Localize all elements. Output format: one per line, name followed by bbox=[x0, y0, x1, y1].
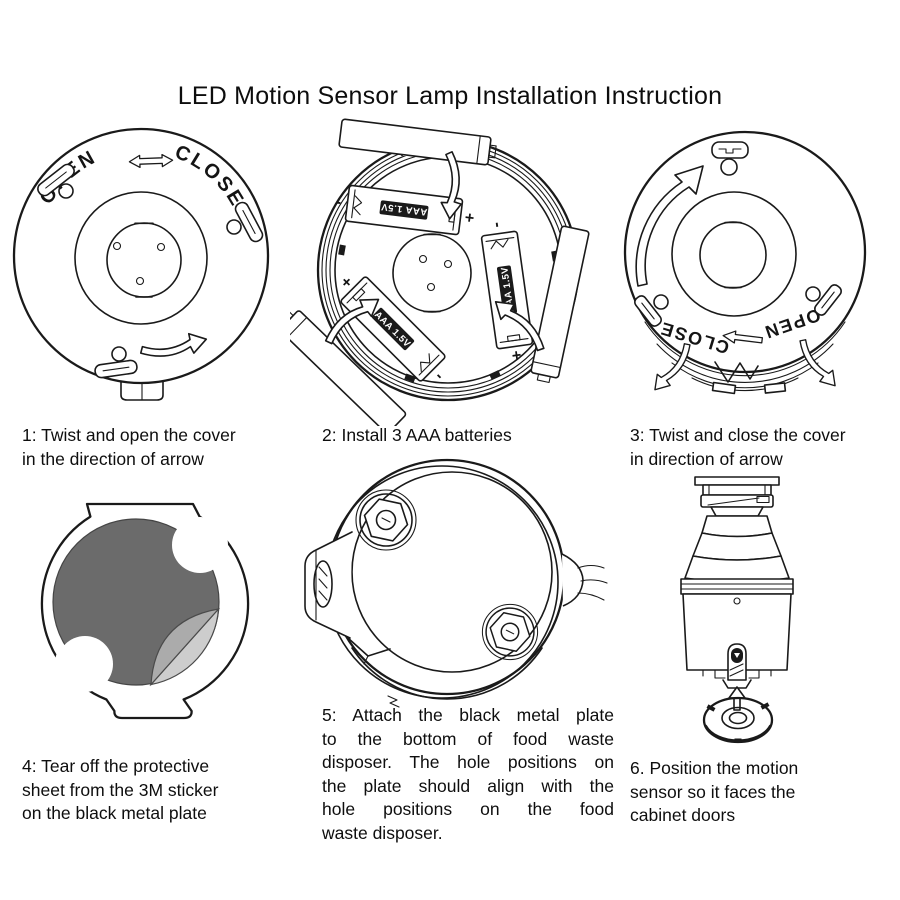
minus-label: - bbox=[431, 368, 447, 384]
close-direction-arrow-icon bbox=[721, 328, 764, 347]
aaa-battery bbox=[290, 304, 408, 426]
wires bbox=[577, 564, 608, 601]
motion-sensor-puck bbox=[702, 696, 774, 744]
minus-label: - bbox=[335, 194, 342, 212]
mount-slot bbox=[814, 284, 842, 316]
cover-open-illustration: OPEN CLOSE bbox=[12, 127, 270, 401]
up-arrow-icon bbox=[728, 686, 746, 711]
insert-arrow-icon bbox=[488, 293, 553, 356]
mount-slot bbox=[634, 295, 662, 327]
twist-arrow-icon bbox=[791, 335, 842, 393]
peel-corner bbox=[150, 608, 221, 687]
connector-block bbox=[304, 531, 353, 639]
twist-arrow-icon bbox=[648, 339, 699, 397]
plus-label: + bbox=[464, 210, 475, 228]
minus-label: - bbox=[489, 221, 507, 229]
open-label: OPEN bbox=[35, 146, 100, 208]
aaa-battery bbox=[338, 118, 498, 167]
disposer-body bbox=[682, 593, 792, 671]
close-label: CLOSE bbox=[172, 141, 249, 211]
open-close-arrow-icon bbox=[128, 153, 174, 169]
mount-ring bbox=[700, 494, 774, 508]
cover-close-illustration: CLOSE OPEN bbox=[623, 130, 867, 397]
peel-backing bbox=[149, 607, 220, 686]
plate-hole bbox=[57, 636, 113, 692]
mount-slot bbox=[234, 201, 264, 243]
aaa-battery-label: AAA 1.5V bbox=[499, 266, 516, 314]
aaa-battery-label: AAA 1.5V bbox=[372, 309, 413, 350]
twist-arrow-icon bbox=[138, 329, 210, 365]
mount-slot bbox=[37, 163, 75, 197]
sticker-peel-illustration bbox=[40, 502, 250, 720]
plate-hole bbox=[172, 517, 228, 573]
mount-slot bbox=[94, 359, 138, 379]
metal-plate bbox=[40, 502, 250, 720]
close-label: CLOSE bbox=[657, 318, 732, 358]
3m-sticker bbox=[52, 518, 220, 686]
plus-label: + bbox=[337, 273, 356, 292]
cover-outline bbox=[12, 127, 270, 385]
sensor-housing bbox=[727, 643, 747, 681]
wire-outlet bbox=[561, 553, 584, 607]
rotate-arrow-icon bbox=[635, 165, 704, 287]
step-2-caption: 2: Install 3 AAA batteries bbox=[322, 425, 512, 445]
open-label: OPEN bbox=[761, 305, 823, 343]
battery-slot-top: AAA 1.5V - + bbox=[335, 184, 475, 236]
disposer-unit-illustration bbox=[680, 476, 794, 744]
screw-boss bbox=[355, 489, 417, 551]
sink-flange bbox=[694, 476, 780, 486]
insert-arrow-icon bbox=[439, 150, 464, 220]
aaa-battery bbox=[528, 224, 591, 385]
battery-install-illustration: AAA 1.5V - + AAA 1.5V + - AAA 1.5V - + bbox=[290, 118, 591, 426]
battery-slot-left: AAA 1.5V + - bbox=[337, 273, 448, 384]
insert-arrow-icon bbox=[318, 290, 385, 349]
disposer-bottom-illustration bbox=[304, 458, 608, 708]
page-title: LED Motion Sensor Lamp Installation Inst… bbox=[177, 82, 723, 110]
battery-slot-right: AAA 1.5V - + bbox=[480, 221, 534, 362]
aaa-battery-label: AAA 1.5V bbox=[380, 201, 428, 218]
plus-label: + bbox=[507, 350, 525, 362]
screw-boss bbox=[481, 603, 539, 661]
